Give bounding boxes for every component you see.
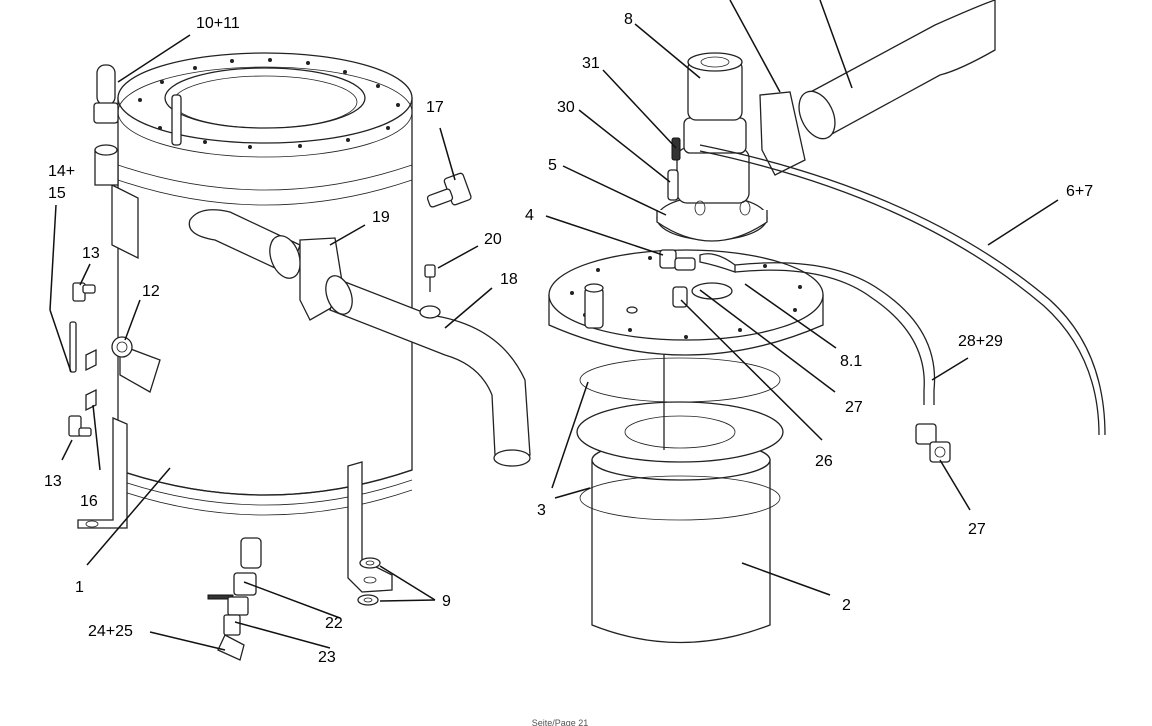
drain-valve-assembly bbox=[207, 537, 262, 661]
label-24-25: 24+25 bbox=[88, 623, 133, 640]
label-17: 17 bbox=[426, 99, 444, 116]
fittings-on-lid bbox=[659, 249, 736, 308]
plate-16b bbox=[85, 388, 97, 412]
label-18: 18 bbox=[500, 271, 518, 288]
gasket-ring-3a bbox=[579, 357, 781, 403]
washer-9b bbox=[357, 594, 379, 606]
label-2: 2 bbox=[842, 597, 851, 614]
tank-leg-right bbox=[347, 461, 393, 593]
flange-ring-3 bbox=[576, 401, 784, 463]
label-13b: 13 bbox=[44, 473, 62, 490]
sensor-20 bbox=[424, 264, 436, 292]
label-9: 9 bbox=[442, 593, 451, 610]
label-6-7: 6+7 bbox=[1066, 183, 1093, 200]
label-31: 31 bbox=[582, 55, 600, 72]
label-3a: 3 bbox=[537, 502, 546, 519]
label-5: 5 bbox=[548, 157, 557, 174]
label-12: 12 bbox=[142, 283, 160, 300]
tank-body bbox=[117, 52, 413, 516]
label-28-29: 28+29 bbox=[958, 333, 1003, 350]
upper-pipe-and-clamp bbox=[759, 0, 996, 176]
label-14: 14+ bbox=[48, 163, 75, 180]
label-10-11: 10+11 bbox=[196, 15, 240, 32]
label-30: 30 bbox=[557, 99, 575, 116]
elbow-fitting-27 bbox=[915, 423, 951, 463]
side-bracket-plate bbox=[111, 183, 139, 260]
fitting-13b bbox=[68, 415, 92, 437]
label-22: 22 bbox=[325, 615, 343, 632]
label-15: 15 bbox=[48, 185, 66, 202]
label-27a: 27 bbox=[845, 399, 863, 416]
label-23: 23 bbox=[318, 649, 336, 666]
cylinder-2 bbox=[591, 439, 771, 644]
sensor-17 bbox=[426, 172, 472, 208]
vent-fitting-10-11 bbox=[93, 64, 119, 124]
gasket-ring-3b bbox=[579, 475, 781, 521]
part-labels: 1 2 3 4 5 6+7 8 8.1 9 10+11 12 13 13 14+… bbox=[44, 11, 1093, 726]
page-footer: Seite/Page 21 bbox=[532, 718, 589, 726]
tube-28-29 bbox=[734, 262, 936, 405]
label-1: 1 bbox=[75, 579, 84, 596]
label-26: 26 bbox=[815, 453, 833, 470]
leader-lines bbox=[49, 0, 1059, 651]
pipe-18-19 bbox=[188, 209, 531, 467]
label-13a: 13 bbox=[82, 245, 100, 262]
hose-6-7 bbox=[699, 144, 1106, 436]
label-16: 16 bbox=[80, 493, 98, 510]
washer-9a bbox=[359, 557, 381, 569]
fitting-13a bbox=[72, 282, 96, 302]
rod-14-15 bbox=[69, 321, 77, 373]
label-8: 8 bbox=[624, 11, 633, 28]
plate-16a bbox=[85, 348, 97, 372]
label-8-1: 8.1 bbox=[840, 353, 862, 370]
side-port-12 bbox=[111, 336, 161, 393]
label-27b: 27 bbox=[968, 521, 986, 538]
tank-leg-left bbox=[77, 417, 128, 529]
label-20: 20 bbox=[484, 231, 502, 248]
label-19: 19 bbox=[372, 209, 390, 226]
label-4: 4 bbox=[525, 207, 534, 224]
